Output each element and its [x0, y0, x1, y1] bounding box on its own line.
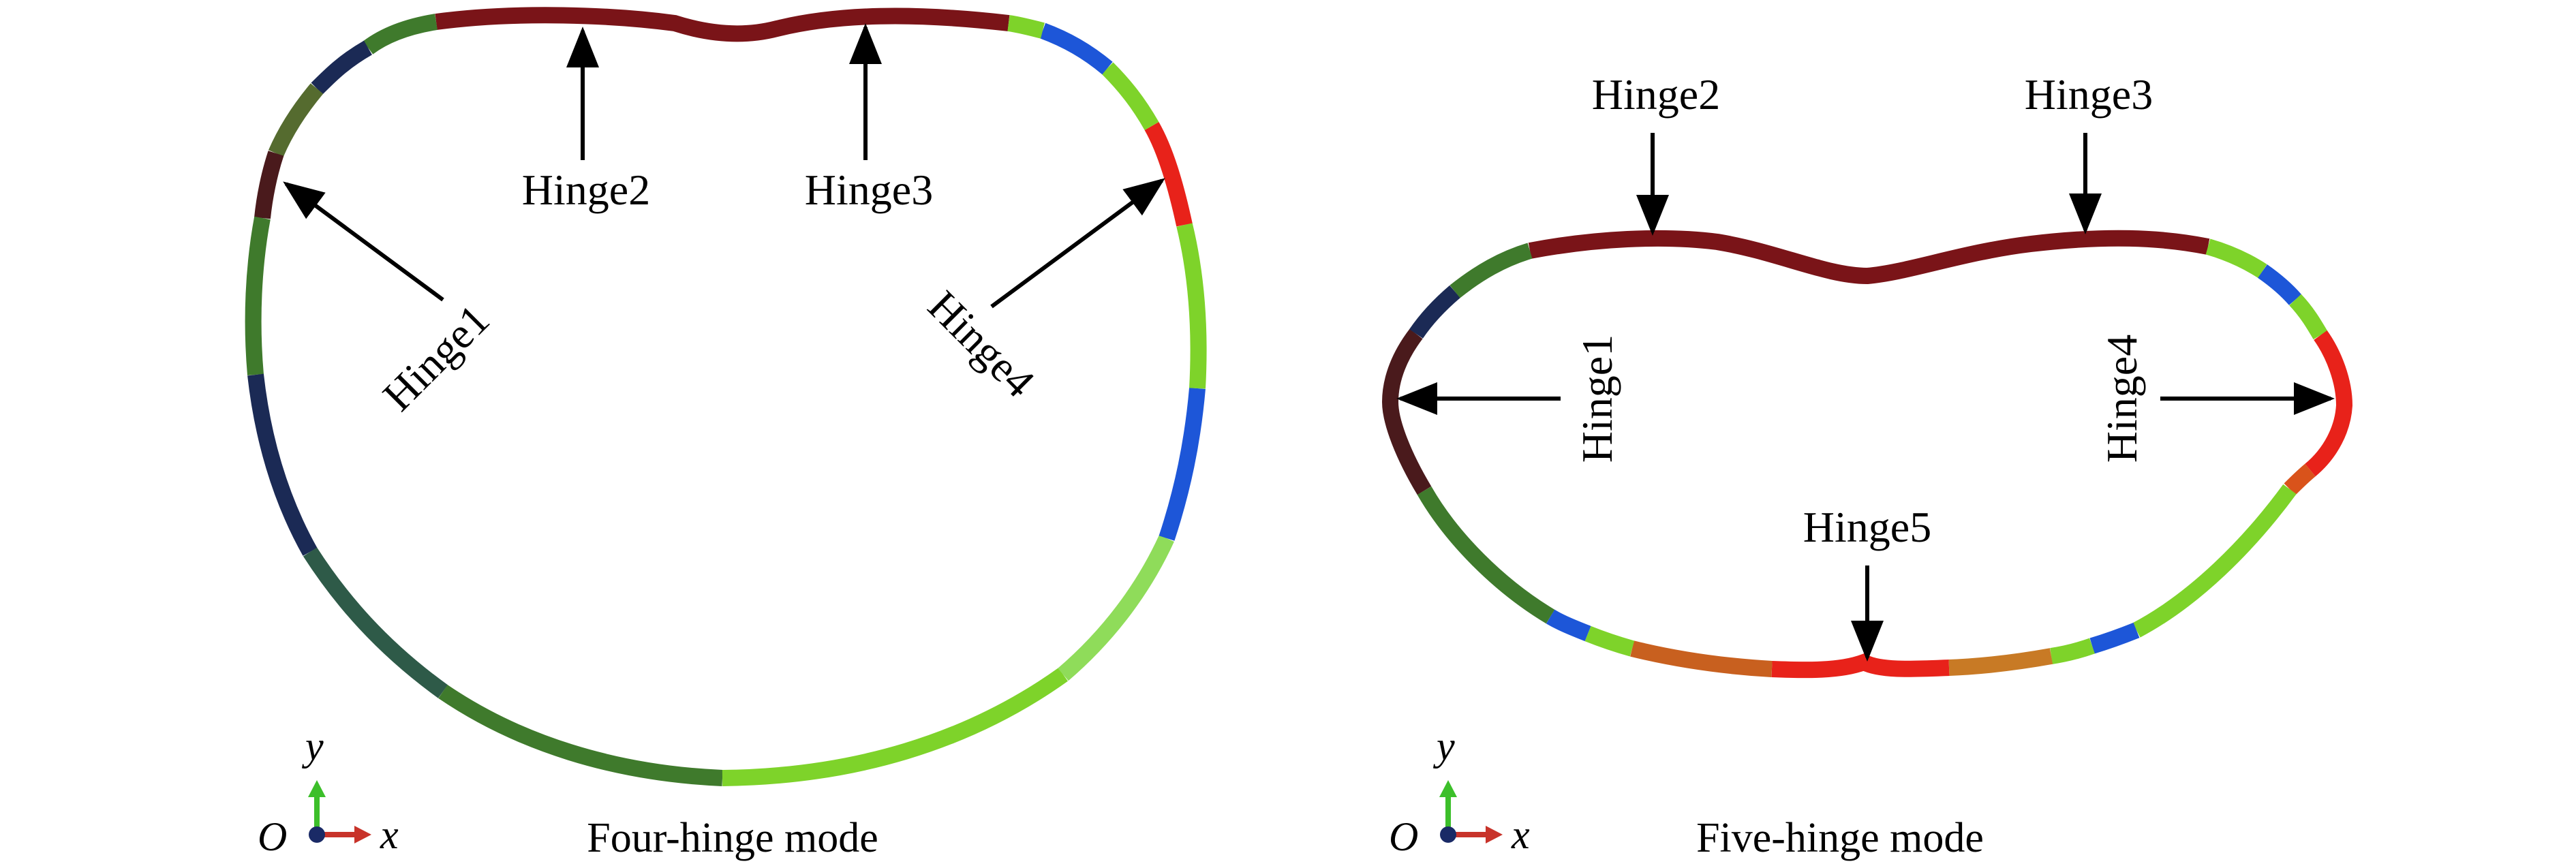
- origin-label-right: O: [1389, 814, 1418, 859]
- hinge4-arrow: [990, 178, 1165, 309]
- y-axis-label-left: y: [301, 724, 324, 769]
- hinge2-label-five: Hinge2: [1592, 70, 1720, 119]
- x-axis-label-right: x: [1511, 812, 1530, 857]
- x-axis-label-left: x: [380, 812, 399, 857]
- hinge1-label: Hinge1: [373, 295, 498, 420]
- hinge1-label-five: Hinge1: [1573, 335, 1621, 463]
- five-hinge-caption: Five-hinge mode: [1696, 815, 1984, 861]
- hinge3-label-five: Hinge3: [2025, 70, 2153, 119]
- four-hinge-caption: Four-hinge mode: [587, 815, 878, 861]
- five-hinge-ring: [1381, 230, 2353, 679]
- axis-triad-left: y x O: [258, 724, 399, 859]
- hinge5-label-five: Hinge5: [1803, 503, 1931, 551]
- hinge4-label: Hinge4: [919, 281, 1043, 406]
- hinge2-label: Hinge2: [522, 166, 650, 214]
- hinge3-label: Hinge3: [805, 166, 933, 214]
- y-axis-label-right: y: [1432, 724, 1455, 769]
- four-hinge-panel: Hinge1 Hinge2 Hinge3 Hinge4 y x O Four-h…: [245, 7, 1207, 861]
- five-hinge-panel: Hinge1 Hinge2 Hinge3 Hinge4 Hinge5 y x O…: [1381, 70, 2353, 861]
- origin-label-left: O: [258, 814, 287, 859]
- hinge1-arrow: [283, 181, 444, 302]
- four-hinge-ring: [245, 7, 1207, 786]
- axis-triad-right: y x O: [1389, 724, 1530, 859]
- hinge4-label-five: Hinge4: [2098, 335, 2146, 463]
